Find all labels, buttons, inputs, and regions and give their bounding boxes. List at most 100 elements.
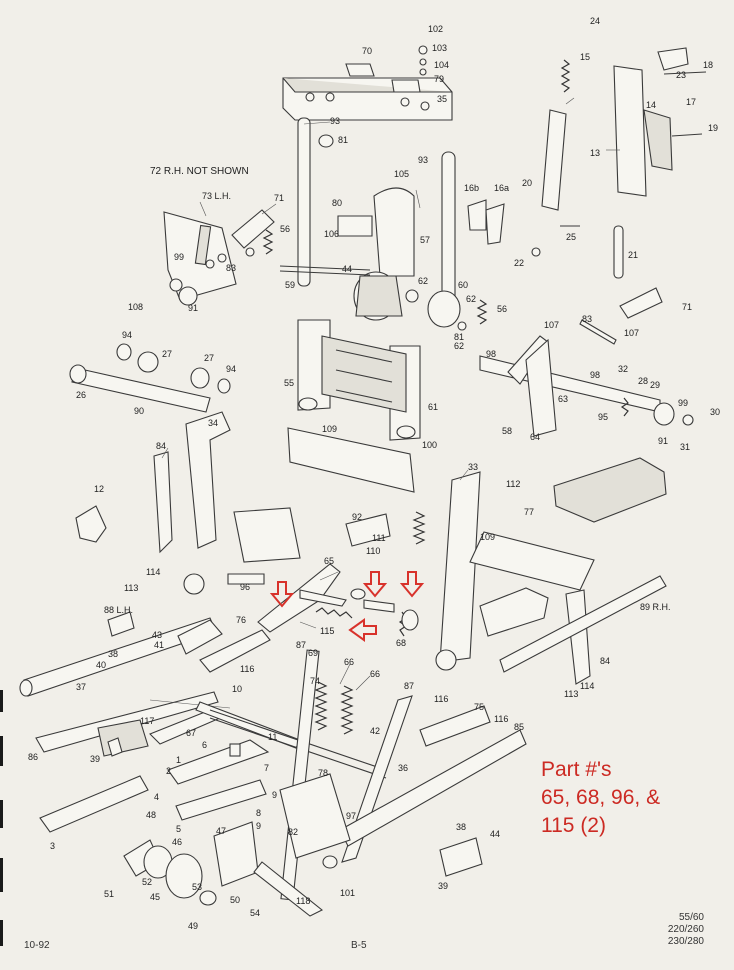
callout-34: 34 xyxy=(208,418,218,428)
callout-73-lh: 73 L.H. xyxy=(202,191,231,201)
callout-16a: 16a xyxy=(494,183,509,193)
callout-42: 42 xyxy=(370,726,380,736)
callout-76: 76 xyxy=(236,615,246,625)
callout-83: 83 xyxy=(226,263,236,273)
callout-52: 52 xyxy=(142,877,152,887)
callout-99: 99 xyxy=(174,252,184,262)
callout-12: 12 xyxy=(94,484,104,494)
callout-53: 53 xyxy=(192,882,202,892)
callout-79: 79 xyxy=(434,74,444,84)
annotation-line-1: Part #'s xyxy=(541,758,612,781)
callout-55: 55 xyxy=(284,378,294,388)
callout-63: 63 xyxy=(558,394,568,404)
callout-43: 43 xyxy=(152,630,162,640)
callout-8: 8 xyxy=(256,808,261,818)
callout-84-b: 84 xyxy=(600,656,610,666)
binding-mark xyxy=(0,920,3,946)
callout-115: 115 xyxy=(320,626,334,636)
callout-107: 107 xyxy=(544,320,559,330)
callout-14: 14 xyxy=(646,100,656,110)
callout-39-b: 39 xyxy=(438,881,448,891)
annotation-line-2: 65, 68, 96, & xyxy=(541,786,661,809)
callout-74: 74 xyxy=(310,676,320,686)
callout-95: 95 xyxy=(598,412,608,422)
callout-101: 101 xyxy=(340,888,355,898)
callout-81: 81 xyxy=(338,135,348,145)
callout-109-b: 109 xyxy=(480,532,495,542)
callout-22: 22 xyxy=(514,258,524,268)
callout-5: 5 xyxy=(176,824,181,834)
part-numbers-annotation: Part #'s 65, 68, 96, & 115 (2) xyxy=(541,756,731,840)
callout-21: 21 xyxy=(628,250,638,260)
callout-116-b: 116 xyxy=(434,694,448,704)
callout-75: 75 xyxy=(474,702,484,712)
lever-left xyxy=(75,411,231,595)
callout-47: 47 xyxy=(216,826,226,836)
callout-94: 94 xyxy=(122,330,132,340)
callout-36: 36 xyxy=(398,763,408,773)
highlighted-parts xyxy=(257,563,419,637)
callout-1: 1 xyxy=(176,755,181,765)
callout-27-b: 27 xyxy=(204,353,214,363)
callout-28: 28 xyxy=(638,376,648,386)
callout-88-lh: 88 L.H. xyxy=(104,605,133,615)
callout-67: 67 xyxy=(186,728,196,738)
callout-66-b: 66 xyxy=(370,669,380,679)
callout-96: 96 xyxy=(240,582,250,592)
belt-roller-assembly xyxy=(279,187,488,331)
callout-31: 31 xyxy=(680,442,690,452)
callout-82: 82 xyxy=(288,827,298,837)
callout-48: 48 xyxy=(146,810,156,820)
callout-50: 50 xyxy=(230,895,240,905)
callout-100: 100 xyxy=(422,440,437,450)
callout-116: 116 xyxy=(240,664,254,674)
callout-97: 97 xyxy=(346,811,356,821)
callout-16b: 16b xyxy=(464,183,479,193)
callout-65: 65 xyxy=(324,556,334,566)
binding-mark xyxy=(0,736,3,766)
callout-44-b: 44 xyxy=(490,829,500,839)
callout-66: 66 xyxy=(344,657,354,667)
callout-62-b: 62 xyxy=(466,294,476,304)
callout-23: 23 xyxy=(676,70,686,80)
vertical-post-left xyxy=(297,117,334,287)
callout-86: 86 xyxy=(28,752,38,762)
callout-35: 35 xyxy=(437,94,447,104)
model-line-2: 220/260 xyxy=(667,924,704,935)
callout-61: 61 xyxy=(428,402,438,412)
upper-bracket-assembly xyxy=(282,45,453,121)
callout-44: 44 xyxy=(342,264,352,274)
callout-116-c: 116 xyxy=(494,714,508,724)
callout-105: 105 xyxy=(394,169,409,179)
callout-4: 4 xyxy=(154,792,159,802)
callout-62: 62 xyxy=(418,276,428,286)
callout-41: 41 xyxy=(154,640,164,650)
callout-91: 91 xyxy=(188,303,198,313)
tubes xyxy=(19,575,667,697)
callout-84: 84 xyxy=(156,441,166,451)
vertical-post-right xyxy=(441,151,456,303)
arrow-left-115 xyxy=(348,618,377,642)
callout-68: 68 xyxy=(396,638,406,648)
shaft-left xyxy=(69,343,231,413)
callout-78: 78 xyxy=(318,768,328,778)
annotation-line-3: 115 (2) xyxy=(541,814,606,837)
callout-92: 92 xyxy=(352,512,362,522)
callout-32: 32 xyxy=(618,364,628,374)
callout-labels: 72 R.H. NOT SHOWN 102 103 104 79 35 70 9… xyxy=(28,16,720,931)
callout-3: 3 xyxy=(50,841,55,851)
callout-9: 9 xyxy=(272,790,277,800)
callout-9-b: 9 xyxy=(256,821,261,831)
callout-62-c: 62 xyxy=(454,341,464,351)
callout-46: 46 xyxy=(172,837,182,847)
callout-37: 37 xyxy=(76,682,86,692)
callout-18: 18 xyxy=(703,60,713,70)
side-plate-lh xyxy=(163,209,275,306)
callout-38-b: 38 xyxy=(456,822,466,832)
callout-108: 108 xyxy=(128,302,143,312)
callout-51: 51 xyxy=(104,889,114,899)
callout-40: 40 xyxy=(96,660,106,670)
callout-114: 114 xyxy=(146,567,160,577)
callout-56: 56 xyxy=(280,224,290,234)
